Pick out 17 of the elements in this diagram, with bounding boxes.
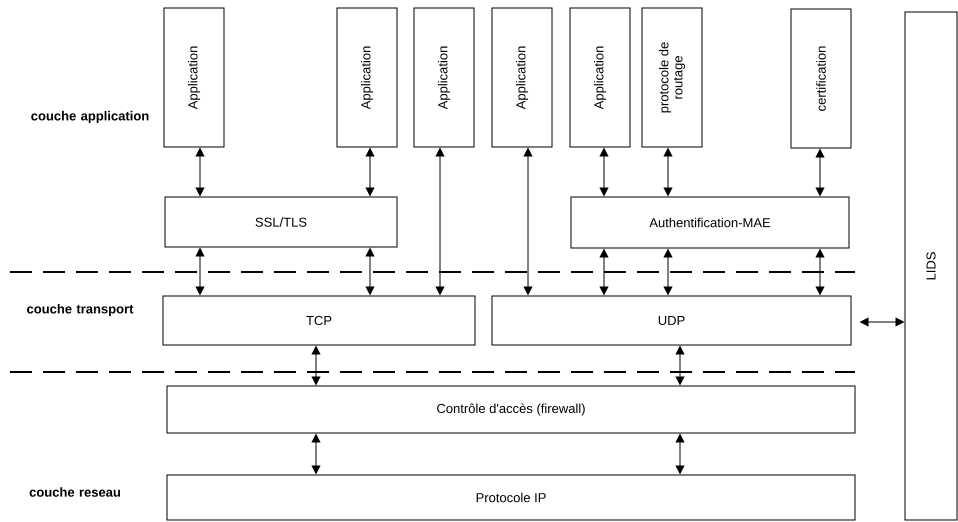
layer-box: Contrôle d'accès (firewall) — [166, 386, 856, 434]
module-box: Application — [492, 8, 552, 148]
layer-box: UDP — [492, 296, 852, 346]
module-box: protocole de routage — [642, 8, 702, 148]
layer-label: couche transport — [27, 304, 134, 316]
module-box: Application — [336, 8, 398, 148]
layer-label: couche reseau — [30, 487, 120, 497]
module-box: Application — [570, 8, 630, 148]
module-box: Application — [164, 8, 224, 148]
module-box: Application — [414, 8, 474, 148]
layer-box: TCP — [162, 296, 476, 346]
layer-box: Authentification-MAE — [570, 196, 850, 248]
layer-label: couche application — [31, 110, 148, 124]
layer-box: Protocole IP — [166, 474, 856, 520]
layer-box: SSL/TLS — [164, 196, 398, 248]
module-box: certification — [790, 8, 852, 148]
lids-box: LIDS — [904, 12, 958, 520]
